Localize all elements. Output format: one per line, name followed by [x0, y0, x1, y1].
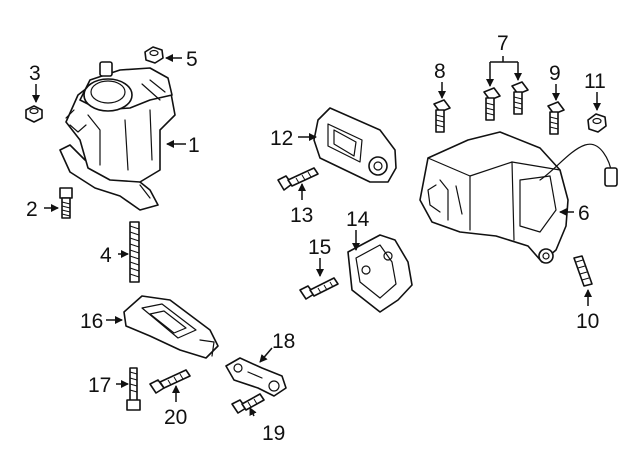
bolt-part-19[interactable]	[231, 393, 265, 414]
callout-11: 11	[584, 70, 606, 111]
stud-part-10[interactable]	[573, 255, 593, 287]
svg-text:15: 15	[308, 236, 331, 259]
bolt-part-7b[interactable]	[511, 81, 529, 115]
engine-mount-part[interactable]	[59, 61, 176, 211]
callout-10: 10	[576, 289, 599, 333]
svg-text:13: 13	[290, 204, 313, 227]
bolt-part-8[interactable]	[433, 99, 451, 133]
callout-15: 15	[308, 236, 331, 277]
svg-text:4: 4	[100, 244, 112, 267]
callout-20: 20	[164, 385, 187, 429]
transmission-mount-part[interactable]	[419, 131, 618, 264]
svg-text:14: 14	[346, 208, 370, 231]
nut-part-11[interactable]	[587, 113, 607, 133]
mount-bracket-part-12[interactable]	[313, 107, 397, 183]
callout-1: 1	[166, 134, 200, 157]
nut-part-3[interactable]	[25, 105, 43, 123]
svg-text:5: 5	[186, 48, 198, 71]
stud-part-4[interactable]	[129, 221, 140, 283]
callout-3: 3	[29, 62, 41, 103]
svg-text:11: 11	[584, 70, 606, 93]
bolt-part-17[interactable]	[126, 367, 141, 411]
mount-pad-part-16[interactable]	[123, 295, 219, 359]
bolt-part-15[interactable]	[299, 277, 339, 300]
svg-text:9: 9	[549, 62, 561, 85]
svg-text:8: 8	[434, 60, 446, 83]
link-plate-part-18[interactable]	[225, 357, 287, 397]
svg-text:1: 1	[188, 134, 200, 157]
callout-6: 6	[559, 202, 590, 225]
callout-16: 16	[80, 310, 123, 333]
svg-text:19: 19	[262, 422, 285, 445]
callout-18: 18	[259, 330, 295, 363]
bracket-part-14[interactable]	[347, 234, 413, 313]
callout-14: 14	[346, 208, 370, 251]
callout-8: 8	[434, 60, 446, 99]
callout-19: 19	[249, 407, 285, 445]
callout-9: 9	[549, 62, 561, 101]
svg-text:16: 16	[80, 310, 103, 333]
nut-part-5[interactable]	[144, 46, 164, 64]
callout-13: 13	[290, 183, 313, 227]
svg-text:20: 20	[164, 406, 187, 429]
callout-2: 2	[26, 198, 59, 221]
callout-17: 17	[88, 374, 129, 397]
svg-text:17: 17	[88, 374, 111, 397]
callout-7: 7	[486, 32, 522, 87]
svg-text:2: 2	[26, 198, 38, 221]
callout-5: 5	[165, 48, 198, 71]
svg-text:3: 3	[29, 62, 41, 85]
bolt-part-2[interactable]	[59, 187, 73, 219]
svg-text:10: 10	[576, 310, 599, 333]
svg-text:6: 6	[578, 202, 590, 225]
bolt-part-9[interactable]	[547, 101, 565, 135]
callout-12: 12	[270, 127, 317, 150]
svg-text:12: 12	[270, 127, 293, 150]
callout-4: 4	[100, 244, 129, 267]
bolt-part-7a[interactable]	[483, 87, 501, 121]
bolt-part-20[interactable]	[149, 369, 191, 394]
svg-text:18: 18	[272, 330, 295, 353]
bolt-part-13[interactable]	[277, 167, 319, 191]
svg-text:7: 7	[497, 32, 509, 55]
